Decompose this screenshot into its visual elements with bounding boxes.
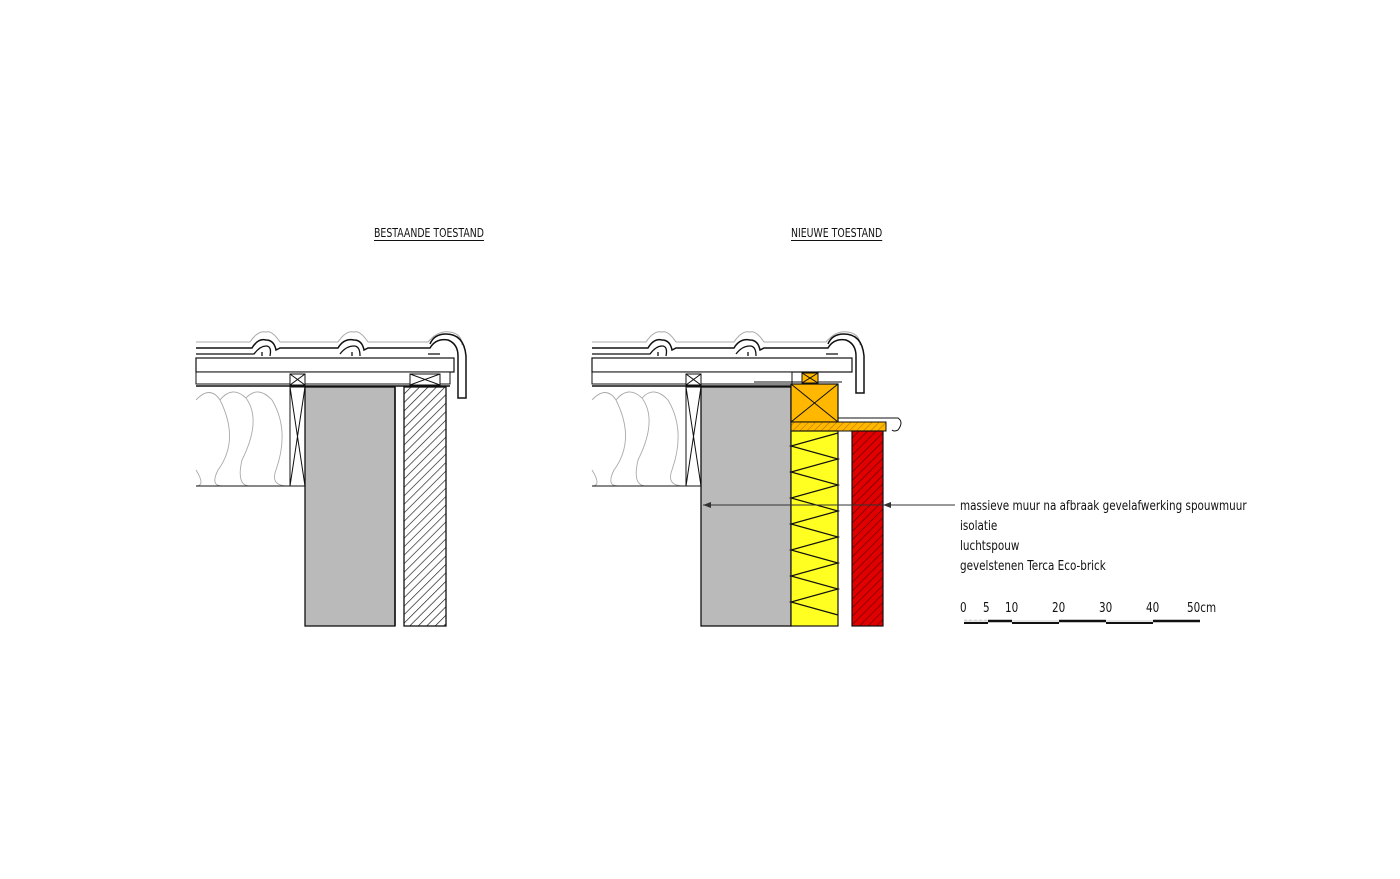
batten-cross-icon (289, 373, 441, 386)
existing-section (195, 331, 467, 627)
scale-tick: 50cm (1187, 601, 1217, 616)
scale-tick: 30 (1099, 601, 1113, 616)
title-existing-state: BESTAANDE TOESTAND (374, 226, 484, 240)
legend-item-massive-wall: massieve muur na afbraak gevelafwerking … (960, 499, 1247, 514)
scale-tick: 0 (960, 601, 967, 616)
scale-tick: 10 (1005, 601, 1019, 616)
scale-bar (964, 619, 1200, 624)
batten-cross-icon (685, 372, 819, 386)
scale-tick: 5 (983, 601, 990, 616)
scale-tick: 40 (1146, 601, 1160, 616)
title-new-state: NIEUWE TOESTAND (791, 226, 883, 240)
scale-tick: 20 (1052, 601, 1066, 616)
legend-item-insulation: isolatie (960, 519, 998, 534)
new-section (591, 331, 955, 627)
legend-item-facing-brick: gevelstenen Terca Eco-brick (960, 559, 1106, 574)
legend-item-air-gap: luchtspouw (960, 539, 1020, 554)
